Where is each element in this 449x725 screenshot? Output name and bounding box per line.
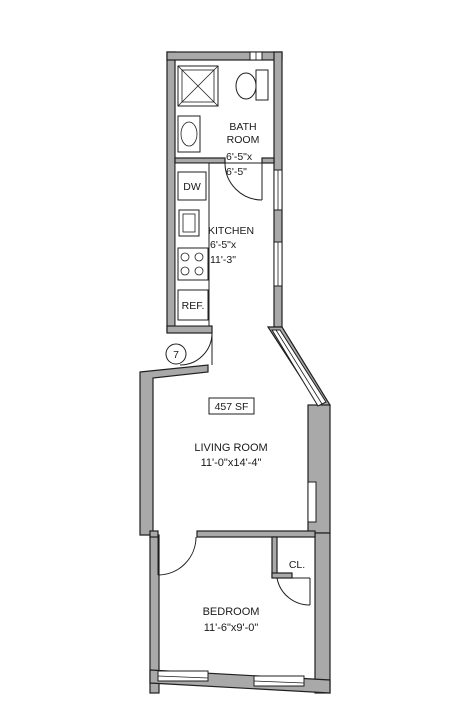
dishwasher-label: DW <box>183 181 201 193</box>
living-room-dims: 11'-0"x14'-4" <box>201 457 262 469</box>
bathroom-dims-line2: 6'-5" <box>226 166 247 178</box>
kitchen-name: KITCHEN <box>208 225 254 237</box>
kitchen-dims-line2: 11'-3" <box>210 254 236 266</box>
bathroom-dims-line1: 6'-5"x <box>226 151 253 163</box>
bathroom-name-line2: ROOM <box>227 134 260 146</box>
labels: BATH ROOM 6'-5"x 6'-5" DW REF. KITCHEN 6… <box>165 121 305 634</box>
kitchen-fixtures <box>174 162 213 366</box>
bedroom-name: BEDROOM <box>203 606 260 618</box>
bathroom-name-line1: BATH <box>229 121 256 133</box>
area-badge-box <box>208 397 255 415</box>
bathroom-fixtures <box>177 65 269 201</box>
doors <box>157 536 311 606</box>
refrigerator-label: REF. <box>182 300 205 312</box>
living-room-name: LIVING ROOM <box>194 442 267 454</box>
unit-marker-circle <box>165 343 187 365</box>
windows <box>157 51 327 687</box>
area-badge: 457 SF <box>215 401 249 413</box>
kitchen-dims-line1: 6'-5"x <box>210 239 237 251</box>
unit-marker: 7 <box>173 349 179 361</box>
bedroom-dims: 11'-6"x9'-0" <box>204 622 259 634</box>
closet-name: CL. <box>289 559 305 571</box>
